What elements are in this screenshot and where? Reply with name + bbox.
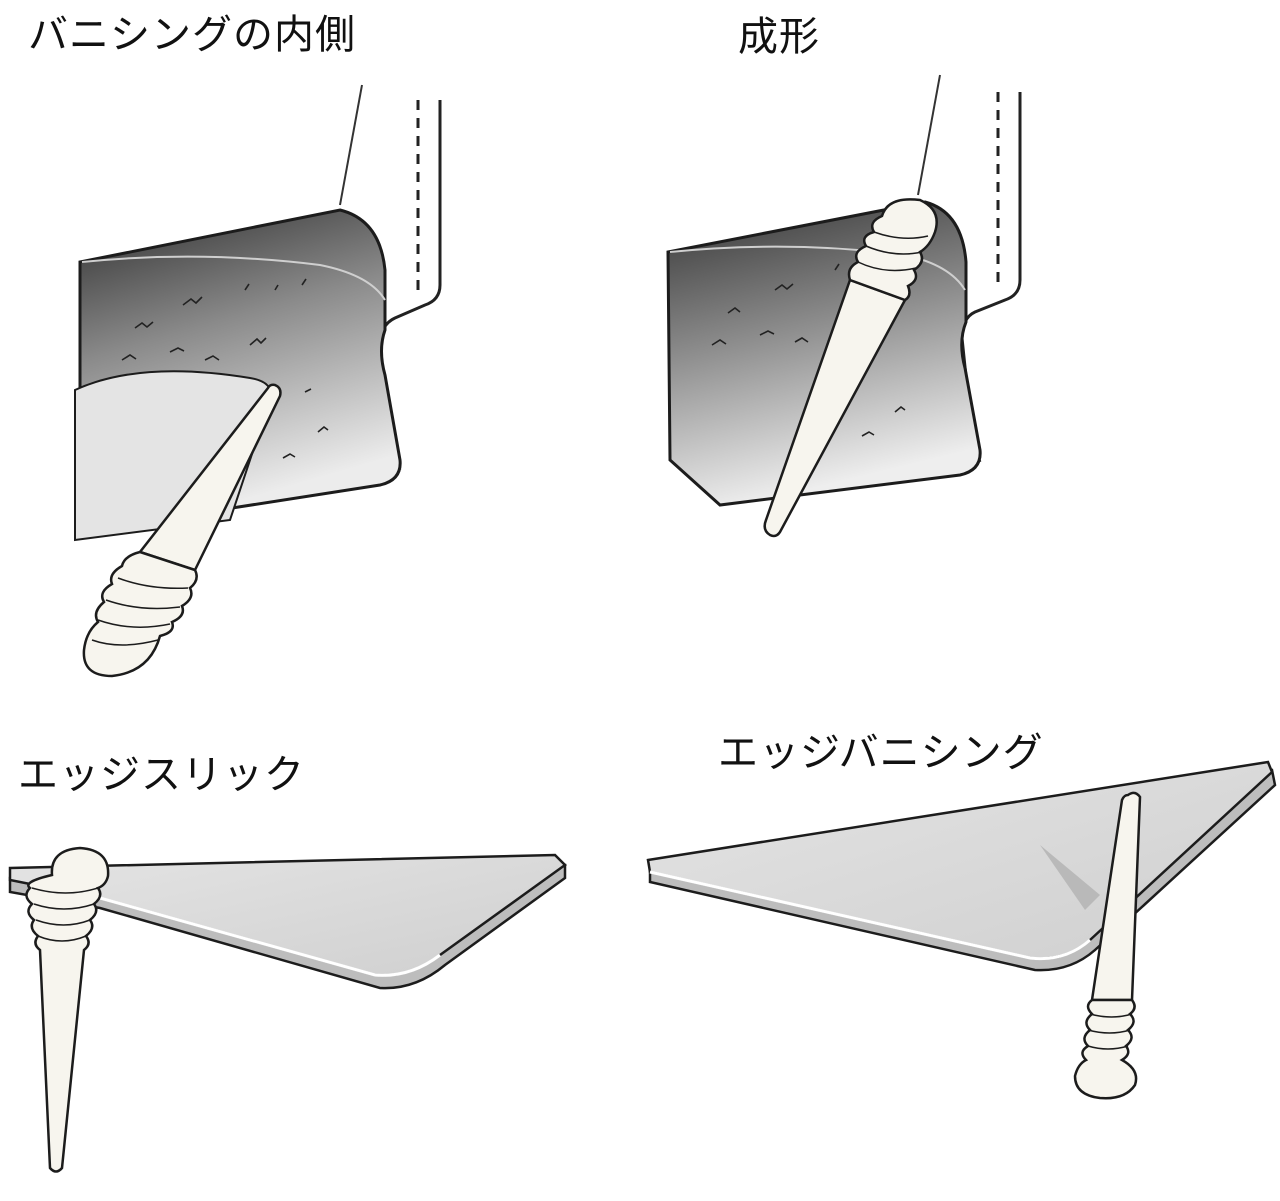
- label-edge-burnishing: エッジバニシング: [718, 730, 1044, 776]
- strap-line: [339, 84, 363, 206]
- label-inside-burnishing: バニシングの内側: [28, 12, 356, 58]
- edge-burnishing-tool: [1073, 791, 1142, 1100]
- panel-edge-burnishing: [646, 760, 1277, 1100]
- shaping-tool: [763, 198, 938, 538]
- leather-curl: [81, 255, 386, 301]
- strap-line: [917, 74, 941, 196]
- edge-slicker-tool: [25, 846, 110, 1173]
- label-edge-slicking: エッジスリック: [18, 752, 305, 798]
- fiber-marks: [711, 263, 906, 437]
- fiber-marks: [121, 278, 329, 459]
- panel-inside-burnishing: [74, 84, 442, 678]
- tool-shadow: [1040, 845, 1100, 910]
- panel-edge-slicking: [8, 846, 567, 1173]
- label-shaping: 成形: [738, 14, 820, 60]
- panel-shaping: [666, 74, 1022, 538]
- burnishing-tool: [82, 383, 282, 678]
